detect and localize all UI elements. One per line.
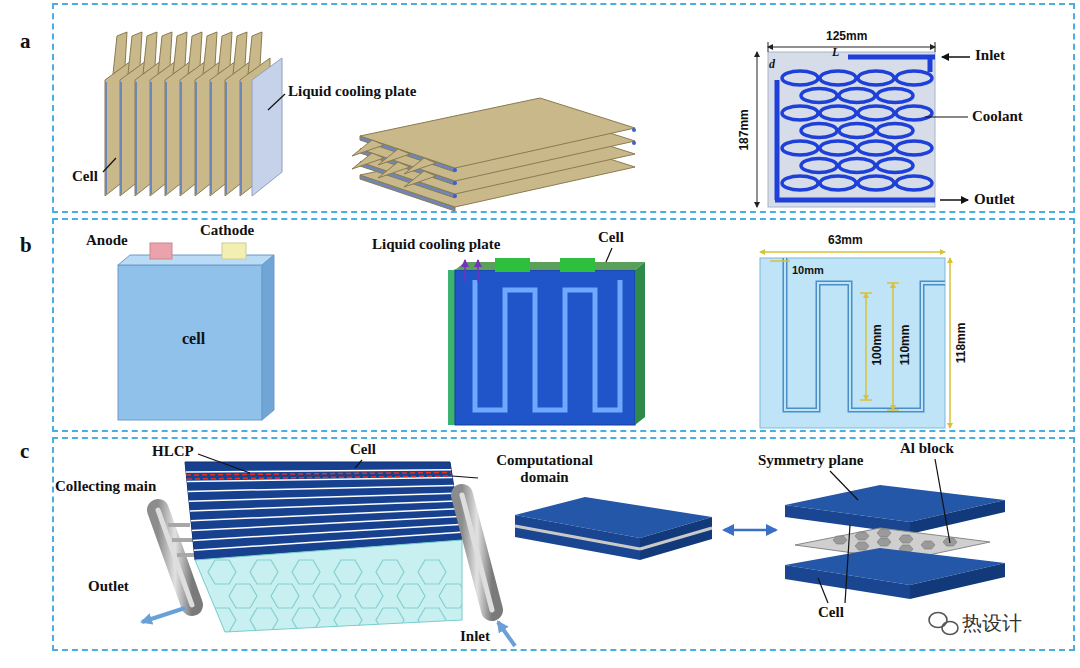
panel-frame: [52, 3, 1075, 213]
part-label: Cell: [818, 604, 844, 621]
part-label: Coolant: [972, 108, 1023, 125]
part-label: Liquid cooling plate: [372, 236, 500, 253]
dimension-label: 118mm: [955, 323, 969, 364]
panel-letter: a: [20, 30, 31, 53]
dimension-label: 187mm: [738, 109, 752, 150]
part-label: Outlet: [88, 578, 129, 595]
part-label: Cell: [598, 229, 624, 246]
part-label: Cell: [72, 168, 98, 185]
part-label: Inlet: [460, 628, 490, 645]
dimension-label: 110mm: [899, 325, 913, 366]
panel-letter: c: [20, 440, 29, 463]
part-label: Anode: [86, 232, 128, 249]
dimension-label: L: [832, 46, 839, 60]
watermark: 热设计: [962, 612, 1022, 635]
part-label: HLCP: [152, 443, 194, 460]
part-label: cell: [182, 330, 205, 348]
part-label: Computational domain: [482, 452, 607, 487]
panel-frame: [52, 218, 1075, 432]
dimension-label: 10mm: [792, 264, 824, 277]
part-label: Collecting main: [55, 478, 156, 495]
panel: b: [15, 218, 1075, 432]
dimension-label: 125mm: [826, 30, 867, 44]
part-label: Inlet: [975, 47, 1005, 64]
part-label: Cell: [350, 441, 376, 458]
part-label: Cathode: [200, 222, 254, 239]
panel-frame: [52, 437, 1075, 651]
part-label: Symmetry plane: [758, 452, 863, 469]
part-label: Al block: [900, 440, 954, 457]
panel: c: [15, 437, 1075, 651]
panel: a: [15, 3, 1075, 213]
part-label: Outlet: [974, 191, 1015, 208]
panel-letter: b: [20, 234, 32, 257]
dimension-label: d: [769, 58, 775, 72]
dimension-label: 100mm: [871, 324, 885, 365]
part-label: Liquid cooling plate: [288, 83, 416, 100]
dimension-label: 63mm: [828, 234, 863, 248]
